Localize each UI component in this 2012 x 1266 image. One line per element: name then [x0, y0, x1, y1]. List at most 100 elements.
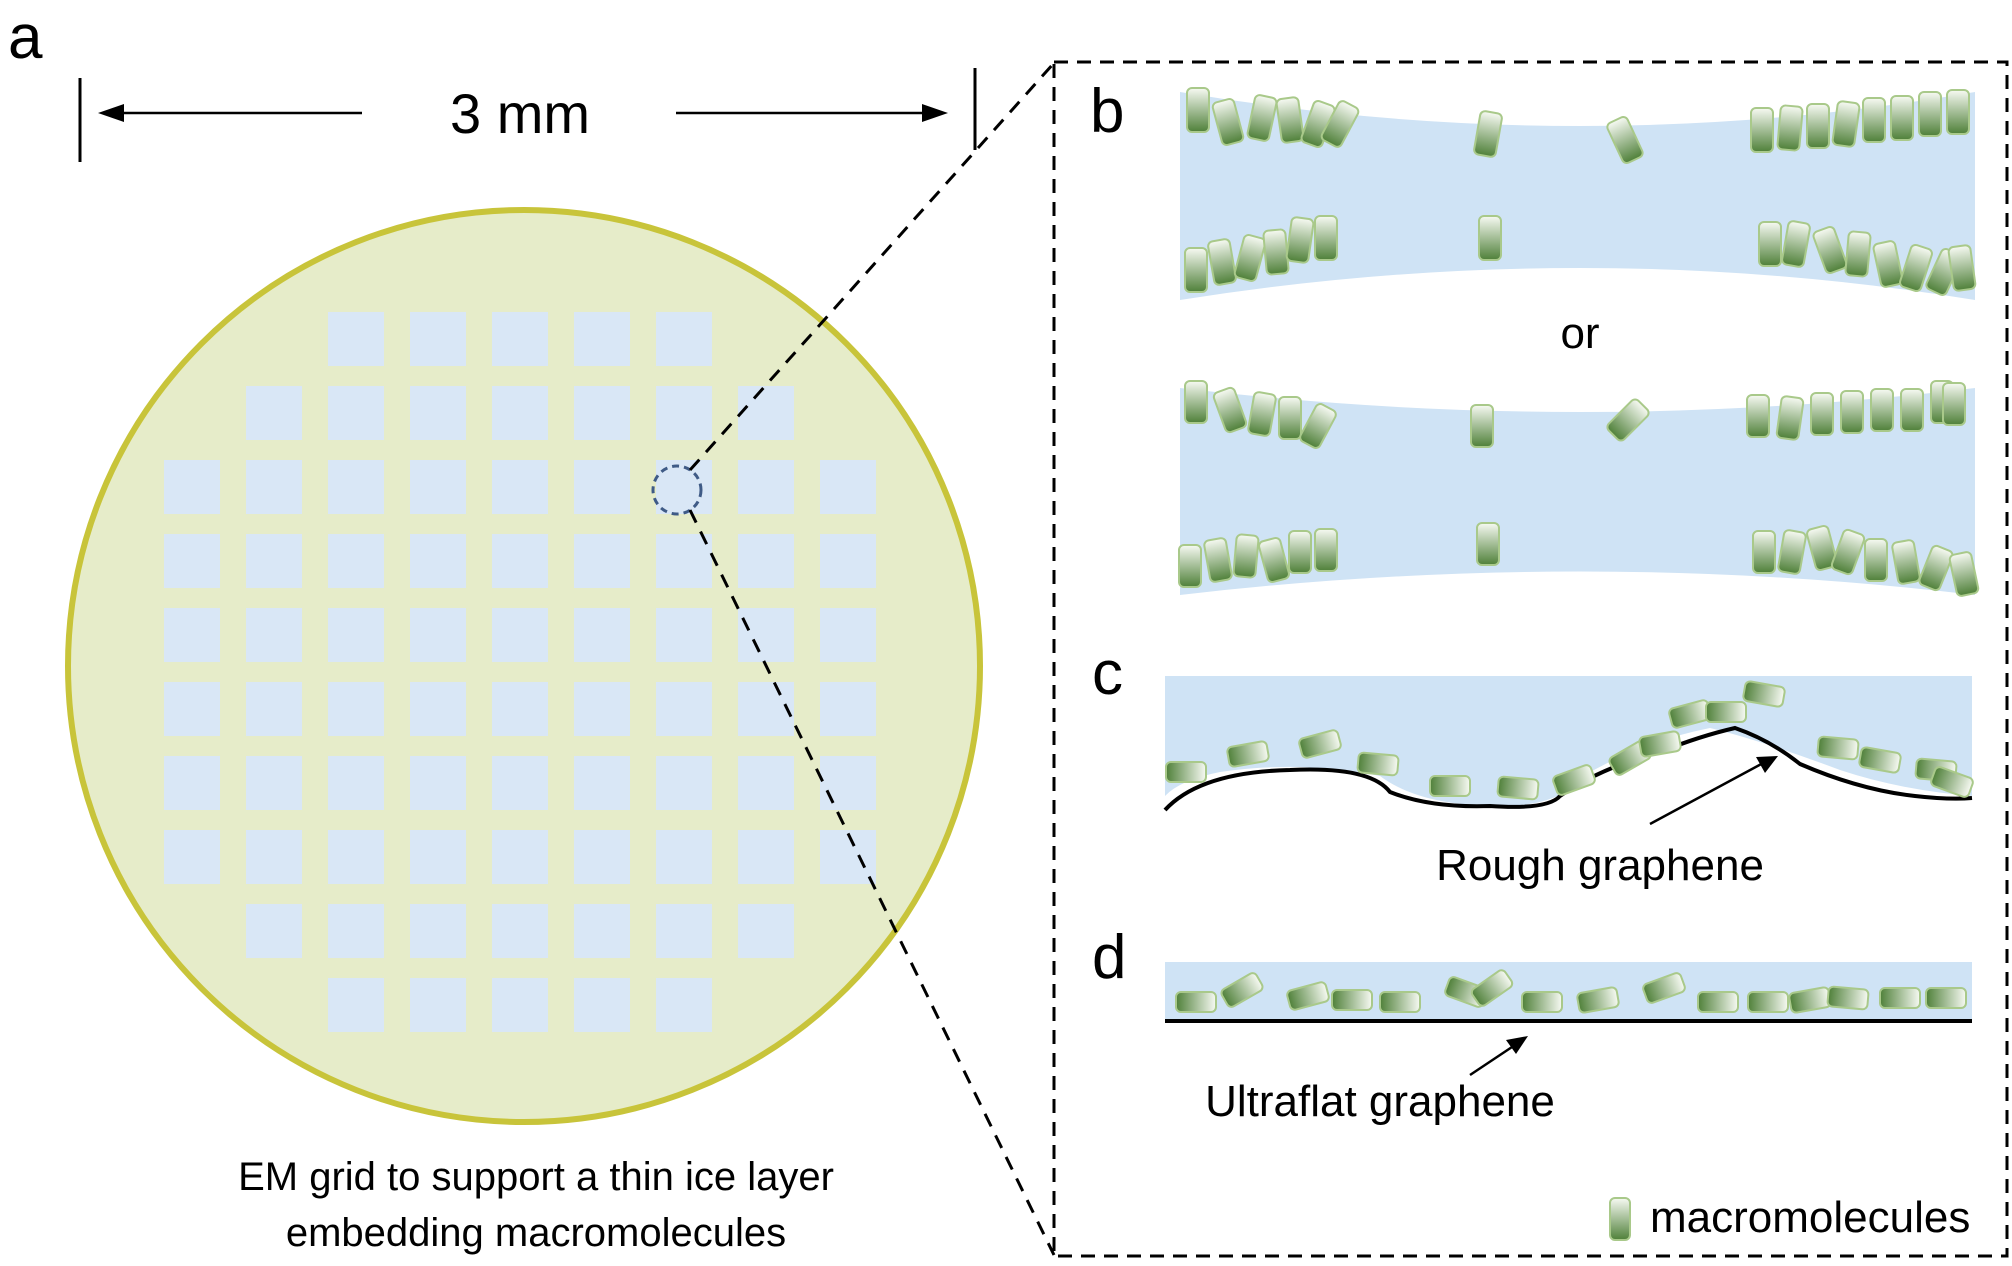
macromolecule — [1331, 989, 1373, 1011]
grid-square — [574, 312, 630, 366]
macromolecule — [1211, 98, 1245, 146]
grid-square — [738, 830, 794, 884]
grid-square — [164, 830, 220, 884]
grid-square — [328, 682, 384, 736]
macromolecule — [1810, 392, 1834, 436]
grid-square — [410, 830, 466, 884]
grid-square — [246, 386, 302, 440]
macromolecule — [1186, 87, 1210, 133]
macromolecule — [1638, 730, 1682, 758]
grid-square — [164, 682, 220, 736]
macromolecule — [1900, 388, 1924, 432]
grid-square — [410, 682, 466, 736]
macromolecule — [1298, 729, 1342, 759]
macromolecule — [1746, 394, 1770, 438]
macromolecule — [1930, 766, 1974, 798]
ice-layer-b2 — [1180, 388, 1975, 595]
legend-label: macromolecules — [1650, 1193, 1970, 1242]
grid-square — [246, 534, 302, 588]
macromolecule — [1948, 551, 1980, 597]
macromolecule — [1872, 240, 1904, 288]
macromolecule — [1890, 95, 1914, 141]
macromolecule — [1705, 701, 1747, 723]
em-grid — [65, 207, 983, 1125]
macromolecule — [1184, 247, 1208, 293]
inset-frame — [1052, 60, 2009, 1258]
grid-square — [656, 608, 712, 662]
macromolecule — [1864, 538, 1888, 582]
macromolecule — [1642, 972, 1686, 1004]
macromolecule — [1752, 530, 1776, 574]
macromolecule — [1552, 764, 1596, 796]
macromolecule — [1288, 530, 1312, 574]
macromolecule — [1925, 987, 1967, 1009]
grid-square — [410, 460, 466, 514]
grid-square — [246, 460, 302, 514]
grid-square — [328, 830, 384, 884]
grid-square — [738, 682, 794, 736]
macromolecule — [1918, 544, 1954, 592]
macromolecule — [1806, 524, 1838, 572]
grid-square — [492, 904, 548, 958]
grid-square — [574, 460, 630, 514]
grid-square — [574, 978, 630, 1032]
grid-caption-line1: EM grid to support a thin ice layer — [238, 1155, 834, 1199]
grid-square — [656, 534, 712, 588]
macromolecule — [1379, 991, 1421, 1013]
macromolecule — [1697, 991, 1739, 1013]
grid-square — [738, 386, 794, 440]
grid-square — [820, 460, 876, 514]
macromolecule — [1942, 382, 1966, 426]
macromolecule — [1470, 969, 1514, 1007]
macromolecule — [1220, 972, 1264, 1008]
macromolecule — [1246, 94, 1278, 142]
grid-square — [656, 904, 712, 958]
grid-square — [410, 534, 466, 588]
macromolecule — [1870, 388, 1894, 432]
macromolecule — [1320, 100, 1360, 148]
arrow-icon — [98, 104, 124, 122]
grid-square — [328, 386, 384, 440]
grid-square — [738, 460, 794, 514]
legend: macromolecules — [1609, 1193, 1970, 1242]
grid-square — [492, 756, 548, 810]
grid-square — [574, 386, 630, 440]
grid-square — [328, 904, 384, 958]
grid-square — [410, 608, 466, 662]
rough-graphene-label: Rough graphene — [1436, 841, 1764, 890]
macromolecule — [1476, 522, 1500, 566]
grid-square — [492, 830, 548, 884]
macromolecule — [1521, 991, 1563, 1013]
grid-square — [328, 608, 384, 662]
grid-square — [492, 534, 548, 588]
macromolecule — [1233, 234, 1267, 282]
macromolecule — [1758, 221, 1782, 267]
arrow-icon — [922, 104, 948, 122]
macromolecule — [1946, 89, 1970, 135]
grid-square — [164, 608, 220, 662]
macromolecule — [1212, 386, 1248, 434]
grid-square — [164, 460, 220, 514]
grid-square — [328, 756, 384, 810]
panel-d-letter: d — [1092, 923, 1126, 992]
grid-square — [410, 386, 466, 440]
grid-square — [246, 830, 302, 884]
macromolecule — [1478, 215, 1502, 261]
grid-square — [246, 682, 302, 736]
or-label: or — [1560, 309, 1599, 358]
grid-square — [410, 756, 466, 810]
macromolecule — [1258, 536, 1290, 584]
arrow-icon — [1506, 1036, 1528, 1054]
macromolecule — [1175, 991, 1217, 1013]
macromolecule — [1840, 390, 1864, 434]
macromolecule — [1247, 391, 1277, 437]
grid-square — [738, 904, 794, 958]
macromolecule — [1278, 396, 1302, 440]
macromolecules-layer — [1165, 87, 1980, 1014]
grid-square — [246, 608, 302, 662]
macromolecule — [1775, 395, 1805, 441]
zoom-lines — [688, 62, 1056, 1256]
grid-square — [656, 830, 712, 884]
grid-square — [164, 534, 220, 588]
